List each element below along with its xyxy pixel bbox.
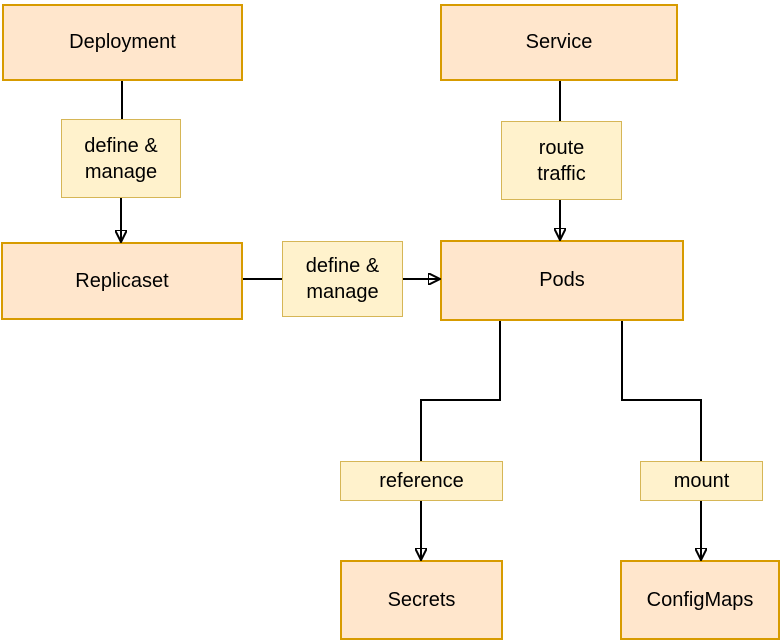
node-service-label: Service [525, 31, 593, 53]
edge-label-route-traffic: route traffic [501, 121, 622, 200]
edge-label-text: mount [673, 470, 730, 492]
edge-label-define-manage-horizontal: define & manage [282, 241, 403, 317]
edge-label-text: define & manage [305, 255, 380, 303]
node-deployment-label: Deployment [69, 31, 176, 53]
node-secrets: Secrets [340, 560, 503, 640]
node-configmaps: ConfigMaps [620, 560, 780, 640]
node-configmaps-label: ConfigMaps [646, 588, 754, 611]
node-deployment: Deployment [2, 4, 243, 81]
edge-label-text: define & manage [84, 134, 158, 183]
node-service: Service [440, 4, 678, 81]
node-replicaset-label: Replicaset [75, 269, 169, 292]
node-pods: Pods [440, 240, 684, 321]
edge-pods-to-reference-elbow [420, 321, 501, 461]
edge-label-text: route traffic [537, 136, 586, 185]
node-pods-label: Pods [539, 269, 585, 291]
edge-label-reference: reference [340, 461, 503, 501]
edge-pods-to-mount-elbow [621, 321, 702, 461]
node-replicaset: Replicaset [1, 242, 243, 320]
edge-label-text: reference [379, 470, 464, 492]
edge-label-mount: mount [640, 461, 763, 501]
edge-label-define-manage-vertical: define & manage [61, 119, 181, 198]
node-secrets-label: Secrets [387, 588, 456, 611]
